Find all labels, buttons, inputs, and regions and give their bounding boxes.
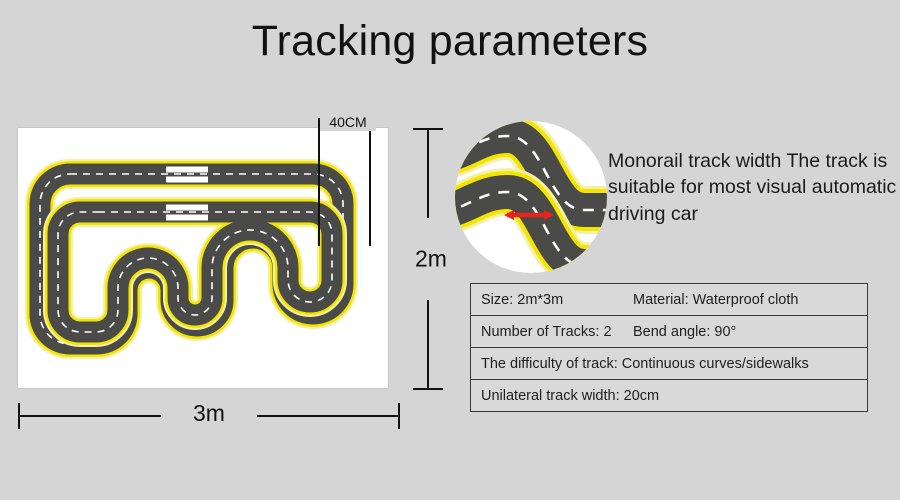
spec-size-label: Size: 2m*3m — [481, 291, 564, 308]
table-row: Unilateral track width: 20cm — [471, 380, 867, 412]
caliper-40cm: 40CM — [318, 114, 378, 246]
page-title: Tracking parameters — [251, 17, 649, 65]
spec-tracks-label: Number of Tracks: 2 — [481, 323, 612, 340]
track-width-magnifier — [452, 118, 610, 276]
magnifier-svg — [455, 121, 607, 273]
dimension-width-label: 3m — [193, 400, 225, 426]
spec-difficulty-label: The difficulty of track: Continuous curv… — [481, 355, 809, 372]
dimension-stem-upper — [427, 128, 429, 218]
spec-table: Size: 2m*3m Material: Waterproof cloth N… — [470, 283, 868, 412]
dimension-bar-left — [18, 415, 161, 417]
table-row: The difficulty of track: Continuous curv… — [471, 348, 867, 380]
crosswalk — [166, 166, 208, 221]
dimension-width-3m: 3m — [18, 398, 400, 438]
track-diagram-panel — [18, 128, 388, 388]
dimension-cap-right — [398, 403, 400, 429]
dimension-stem-lower — [427, 300, 429, 390]
dimension-bar-right — [257, 415, 400, 417]
caliper-line-right — [369, 118, 371, 246]
table-row: Number of Tracks: 2 Bend angle: 90° — [471, 316, 867, 348]
spec-material-value: Material: Waterproof cloth — [633, 291, 799, 308]
track-map-svg — [18, 128, 388, 388]
dimension-height-label: 2m — [415, 245, 447, 272]
magnifier-content — [455, 121, 607, 273]
spec-bend-angle-value: Bend angle: 90° — [633, 323, 737, 340]
caliper-label: 40CM — [320, 114, 376, 132]
caliper-line-left — [318, 118, 320, 246]
track-ribbons — [40, 167, 343, 345]
description-text: Monorail track width The track is suitab… — [608, 150, 897, 225]
table-row: Size: 2m*3m Material: Waterproof cloth — [471, 284, 867, 316]
width-measure-arrow — [504, 210, 554, 220]
dimension-cap-bottom — [413, 388, 443, 390]
spec-unilateral-width-label: Unilateral track width: 20cm — [481, 387, 660, 404]
dimension-height-2m: 2m — [404, 128, 458, 390]
